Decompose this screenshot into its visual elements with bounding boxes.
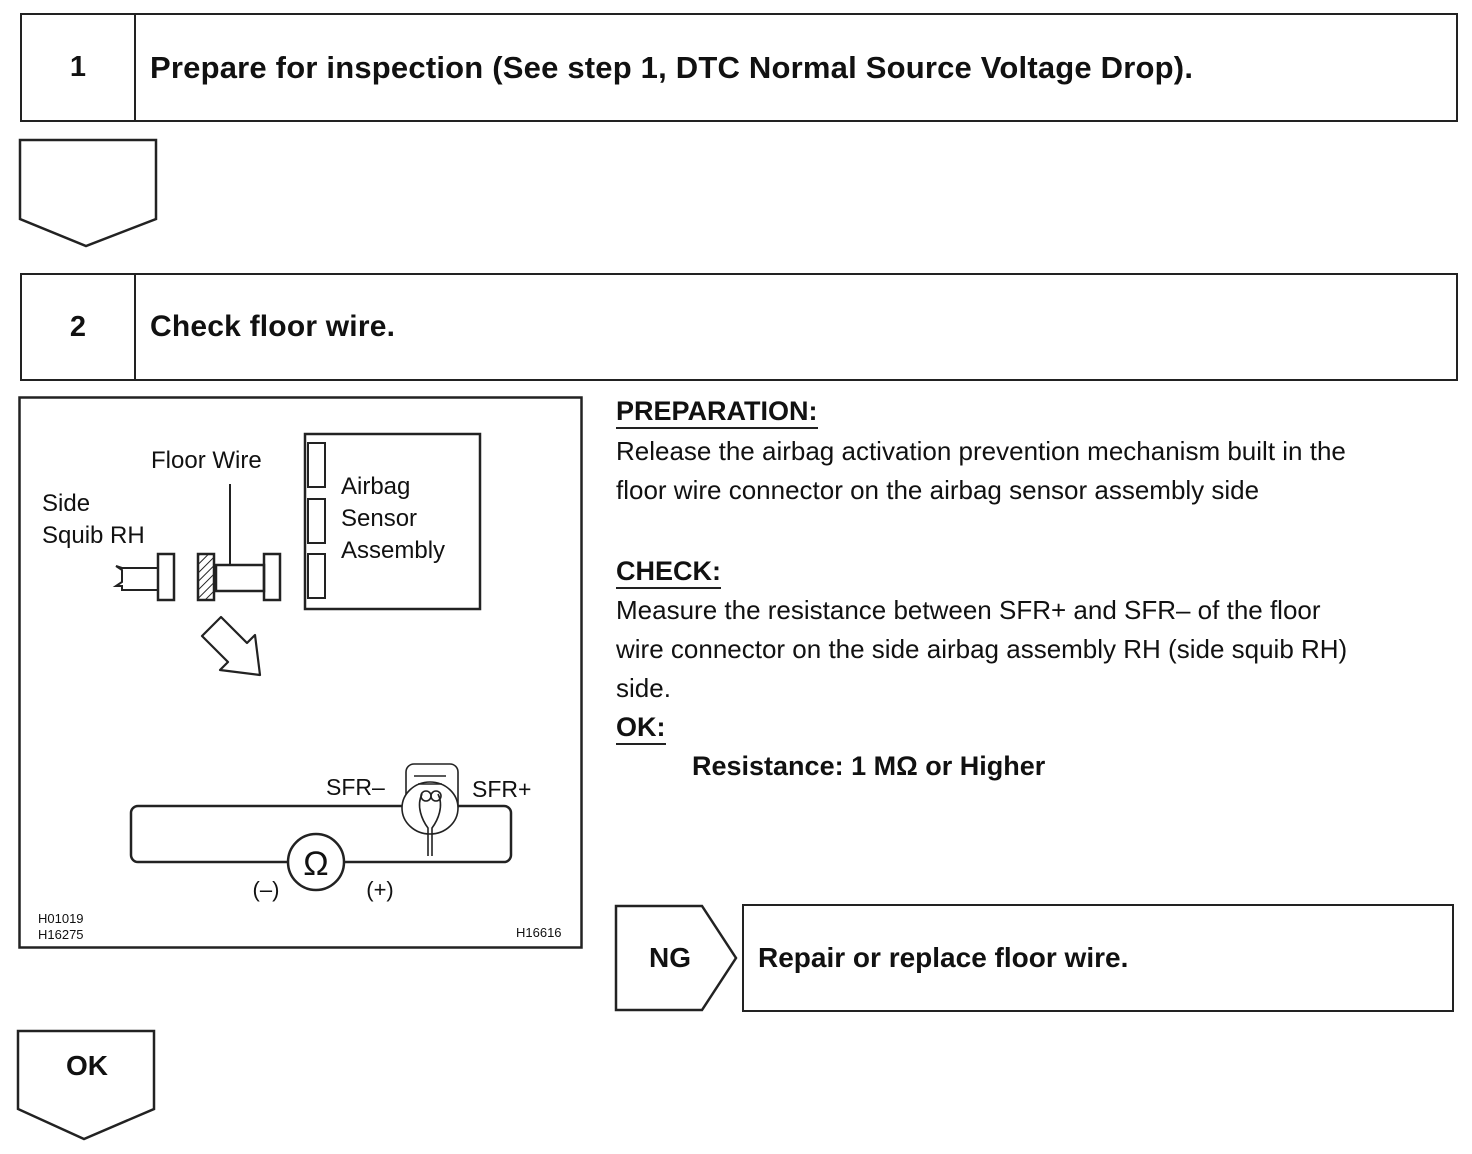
ok-spec-heading: OK:	[616, 712, 666, 745]
ok-flow-arrow	[16, 1029, 156, 1141]
ng-action-text: Repair or replace floor wire.	[758, 942, 1129, 973]
direction-arrow-icon	[200, 615, 262, 677]
preparation-line: floor wire connector on the airbag senso…	[616, 475, 1260, 505]
figure-code-left-2: H16275	[38, 927, 84, 942]
side-squib-label-line2: Squib RH	[42, 522, 145, 549]
preparation-line: Release the airbag activation prevention…	[616, 436, 1346, 466]
ng-label: NG	[649, 942, 691, 973]
sensor-connector-slot	[307, 553, 326, 599]
check-line: Measure the resistance between SFR+ and …	[616, 595, 1321, 625]
check-line: side.	[616, 673, 671, 703]
step-2-number: 2	[22, 275, 136, 379]
sensor-label-line1: Airbag	[341, 473, 410, 500]
check-line: wire connector on the side airbag assemb…	[616, 634, 1348, 664]
sensor-connector-slot	[307, 442, 326, 488]
floor-wire-label: Floor Wire	[151, 447, 262, 474]
ng-arrow-tag	[614, 904, 738, 1012]
sensor-label-line3: Assembly	[341, 537, 445, 564]
side-squib-label-line1: Side	[42, 490, 90, 517]
squib-plug-shape	[112, 565, 159, 591]
sensor-label-line2: Sensor	[341, 505, 417, 532]
sensor-connector-slot	[307, 498, 326, 544]
figure-code-right: H16616	[516, 925, 562, 940]
sfr-minus-label: SFR–	[326, 774, 385, 800]
check-heading-text: CHECK:	[616, 556, 721, 589]
step-2-title: Check floor wire.	[150, 310, 396, 343]
ok-spec-heading-text: OK:	[616, 712, 666, 745]
check-heading: CHECK:	[616, 556, 721, 589]
ok-branch-label: OK	[66, 1050, 108, 1081]
sfr-plus-label: SFR+	[472, 776, 531, 802]
probed-connector-face	[401, 763, 459, 856]
step-2-box: 2 Check floor wire.	[20, 273, 1458, 381]
step-1-box: 1 Prepare for inspection (See step 1, DT…	[20, 13, 1458, 122]
step-1-number: 1	[22, 15, 136, 120]
preparation-heading-text: PREPARATION:	[616, 396, 818, 429]
probe-minus-label: (–)	[253, 877, 280, 902]
ohm-symbol: Ω	[303, 845, 328, 883]
airbag-sensor-assembly-shape	[303, 432, 482, 611]
preparation-heading: PREPARATION:	[616, 396, 818, 429]
step-1-title: Prepare for inspection (See step 1, DTC …	[150, 49, 1194, 85]
flow-arrow-1	[18, 138, 158, 248]
floor-wire-illustration: Airbag Sensor Assembly Floor Wire Side S…	[18, 396, 583, 949]
sensor-side-plug-shape	[262, 552, 282, 602]
probe-plus-label: (+)	[366, 877, 394, 902]
ohmmeter-shape	[286, 832, 346, 892]
ng-action-box: Repair or replace floor wire.	[742, 904, 1454, 1012]
squib-connector-shape	[156, 552, 176, 602]
ok-spec-value: Resistance: 1 MΩ or Higher	[692, 751, 1046, 781]
check-text: Measure the resistance between SFR+ and …	[616, 591, 1347, 708]
figure-code-left-1: H01019	[38, 911, 84, 926]
floor-wire-connector-shape	[196, 552, 216, 602]
preparation-text: Release the airbag activation prevention…	[616, 432, 1346, 510]
